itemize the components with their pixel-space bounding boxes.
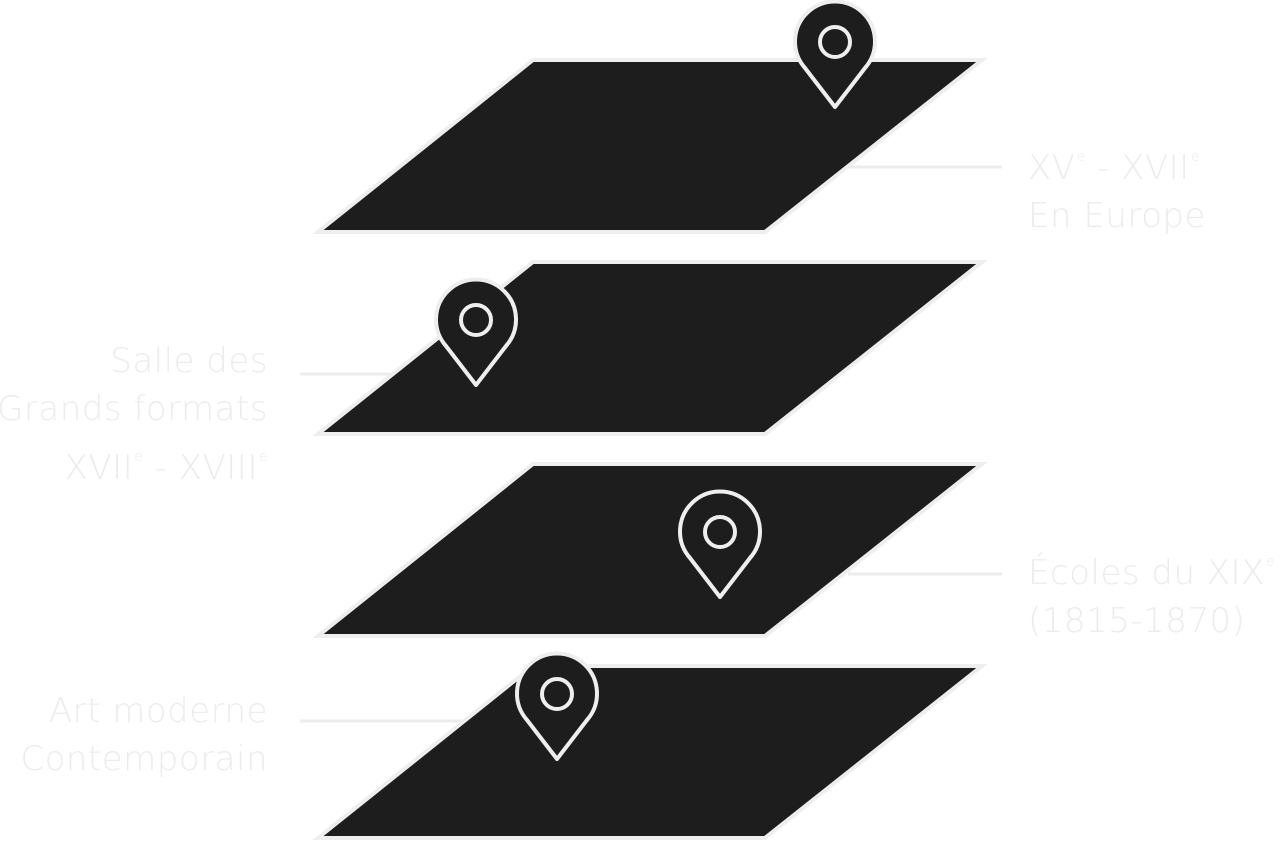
floor-label-line: Contemporain (20, 735, 268, 783)
label-text: En Europe (1028, 196, 1206, 236)
superscript: e (134, 449, 144, 465)
location-pin-icon[interactable] (434, 277, 518, 387)
floor-shape (312, 260, 988, 436)
floor-plate-3[interactable] (312, 462, 988, 638)
superscript: e (258, 449, 268, 465)
location-pin-icon[interactable] (515, 651, 599, 761)
floor-label-line: XVIIe - XVIIIe (0, 433, 268, 492)
superscript: e (1265, 554, 1276, 570)
floor-shape (312, 664, 988, 840)
floor-shape (312, 58, 988, 234)
superscript: e (1190, 149, 1200, 165)
pin-body (678, 489, 762, 599)
floor-plate-2[interactable] (312, 260, 988, 436)
label-text: - XVII (1085, 148, 1190, 188)
label-text: Salle des (110, 341, 268, 381)
label-text: - XVIII (143, 448, 258, 488)
pin-ring (540, 677, 574, 711)
floor-shape (312, 462, 988, 638)
floor-label-line: Écoles du XIXe (1028, 538, 1275, 597)
floor-plate-4[interactable] (312, 664, 988, 840)
label-text: Écoles du XIX (1028, 553, 1265, 593)
pin-ring (818, 25, 852, 59)
superscript: e (1076, 149, 1086, 165)
pin-body (515, 651, 599, 761)
location-pin-icon[interactable] (793, 0, 877, 109)
label-text: Grands formats (0, 389, 268, 429)
pin-ring (703, 515, 737, 549)
floor-label-line: En Europe (1028, 192, 1206, 240)
floor-label-line: Salle des (0, 337, 268, 385)
pin-ring (459, 303, 493, 337)
floor-label-line: Art moderne (20, 687, 268, 735)
label-text: Contemporain (20, 739, 268, 779)
floor-plate-1[interactable] (312, 58, 988, 234)
label-text: XV (1028, 148, 1076, 188)
pin-body (434, 277, 518, 387)
floor-label-line: Grands formats (0, 385, 268, 433)
floor-label-line: (1815-1870) (1028, 597, 1275, 645)
pin-body (793, 0, 877, 109)
label-text: Art moderne (48, 691, 268, 731)
label-text: XVII (64, 448, 134, 488)
label-text: (1815-1870) (1028, 601, 1246, 641)
location-pin-icon[interactable] (678, 489, 762, 599)
floor-label-line: XVe - XVIIe (1028, 133, 1206, 192)
floor-label-3: Écoles du XIXe(1815-1870) (1028, 538, 1275, 645)
